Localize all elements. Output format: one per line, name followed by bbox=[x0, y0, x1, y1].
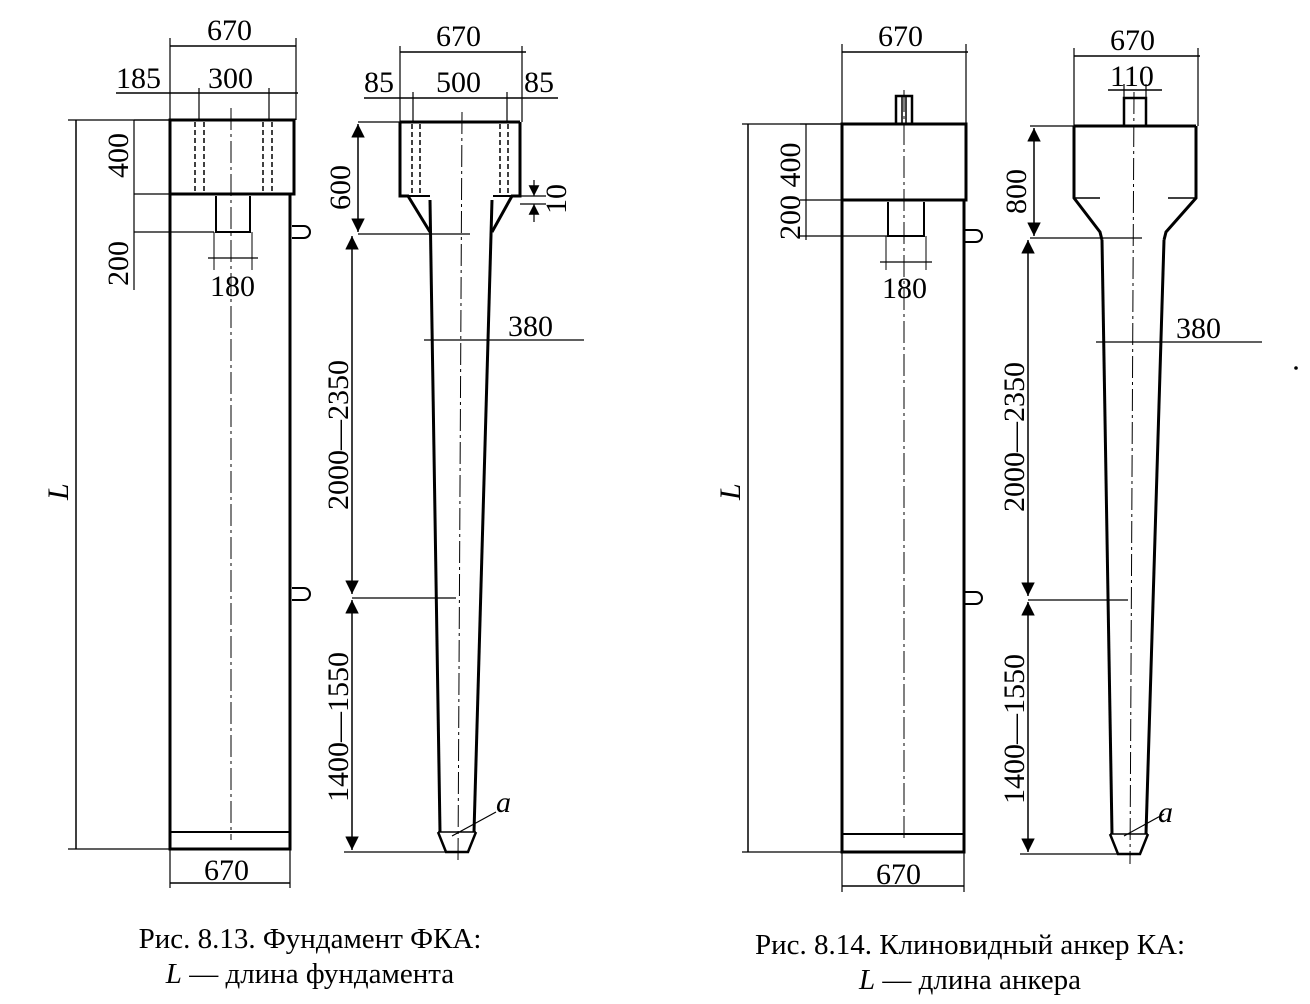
fka-side-labels: 670 85 500 85 600 10 380 2000—2350 1400—… bbox=[322, 20, 573, 819]
caption-text: — длина анкера bbox=[875, 964, 1082, 996]
fka-front-labels: 670 185 300 400 200 180 L 670 bbox=[42, 14, 255, 887]
ka-front-view bbox=[742, 44, 983, 892]
ka-tip-mark: a bbox=[1158, 796, 1173, 829]
caption-line-1: Рис. 8.14. Клиновидный анкер КА: bbox=[754, 929, 1186, 961]
figure-caption-8-13: Рис. 8.13. Фундамент ФКА: L — длина фунд… bbox=[40, 922, 580, 992]
ka-side-dim-low-range: 1400—1550 bbox=[998, 654, 1031, 804]
dim-cap-height: 400 bbox=[102, 133, 135, 178]
dim-top-width: 670 bbox=[207, 14, 252, 47]
fka-front-view bbox=[68, 38, 311, 888]
dim-left-offset: 185 bbox=[116, 62, 161, 95]
figure-caption-8-14: Рис. 8.14. Клиновидный анкер КА: L — дли… bbox=[660, 928, 1280, 998]
ka-side-dim-pin-width: 110 bbox=[1110, 60, 1154, 93]
dim-socket-width: 180 bbox=[210, 270, 255, 303]
dim-socket-depth: 200 bbox=[102, 241, 135, 286]
side-dim-right-offset: 85 bbox=[524, 66, 554, 99]
ka-side-dim-head-height: 800 bbox=[1000, 169, 1033, 214]
ka-side-labels: 670 110 800 380 2000—2350 1400—1550 a bbox=[998, 24, 1221, 829]
side-dim-inner-width: 500 bbox=[436, 66, 481, 99]
ka-dim-top-width: 670 bbox=[878, 20, 923, 53]
caption-symbol: L bbox=[165, 958, 182, 990]
ka-side-dim-top-width: 670 bbox=[1110, 24, 1155, 57]
caption-line-2: L — длина анкера bbox=[660, 963, 1280, 998]
side-dim-mid-range: 2000—2350 bbox=[322, 360, 355, 510]
ka-dim-bottom-width: 670 bbox=[876, 858, 921, 891]
side-dim-head-height: 600 bbox=[324, 165, 357, 210]
ka-front-labels: 670 200 400 180 L 670 bbox=[714, 20, 927, 891]
side-dim-low-range: 1400—1550 bbox=[322, 652, 355, 802]
caption-line-1: Рис. 8.13. Фундамент ФКА: bbox=[138, 923, 482, 955]
ka-side-view bbox=[1020, 48, 1298, 865]
dim-length-symbol: L bbox=[42, 483, 75, 501]
caption-text: — длина фундамента bbox=[181, 958, 455, 990]
ka-side-dim-stem-width: 380 bbox=[1176, 312, 1221, 345]
side-dim-top-width: 670 bbox=[436, 20, 481, 53]
fka-side-view bbox=[344, 46, 584, 863]
caption-symbol: L bbox=[858, 964, 876, 996]
dim-inner-width: 300 bbox=[208, 62, 253, 95]
side-dim-chamfer: 10 bbox=[540, 184, 573, 214]
caption-line-2: L — длина фундамента bbox=[40, 957, 580, 992]
side-dim-left-offset: 85 bbox=[364, 66, 394, 99]
side-dim-stem-width: 380 bbox=[508, 310, 553, 343]
ka-dim-cap-height: 200 400 bbox=[774, 143, 807, 241]
dim-bottom-width: 670 bbox=[204, 854, 249, 887]
ka-side-dim-mid-range: 2000—2350 bbox=[998, 362, 1031, 512]
tip-mark: a bbox=[496, 786, 511, 819]
ka-dim-length-symbol: L bbox=[714, 483, 747, 501]
ka-dim-socket-width: 180 bbox=[882, 272, 927, 305]
